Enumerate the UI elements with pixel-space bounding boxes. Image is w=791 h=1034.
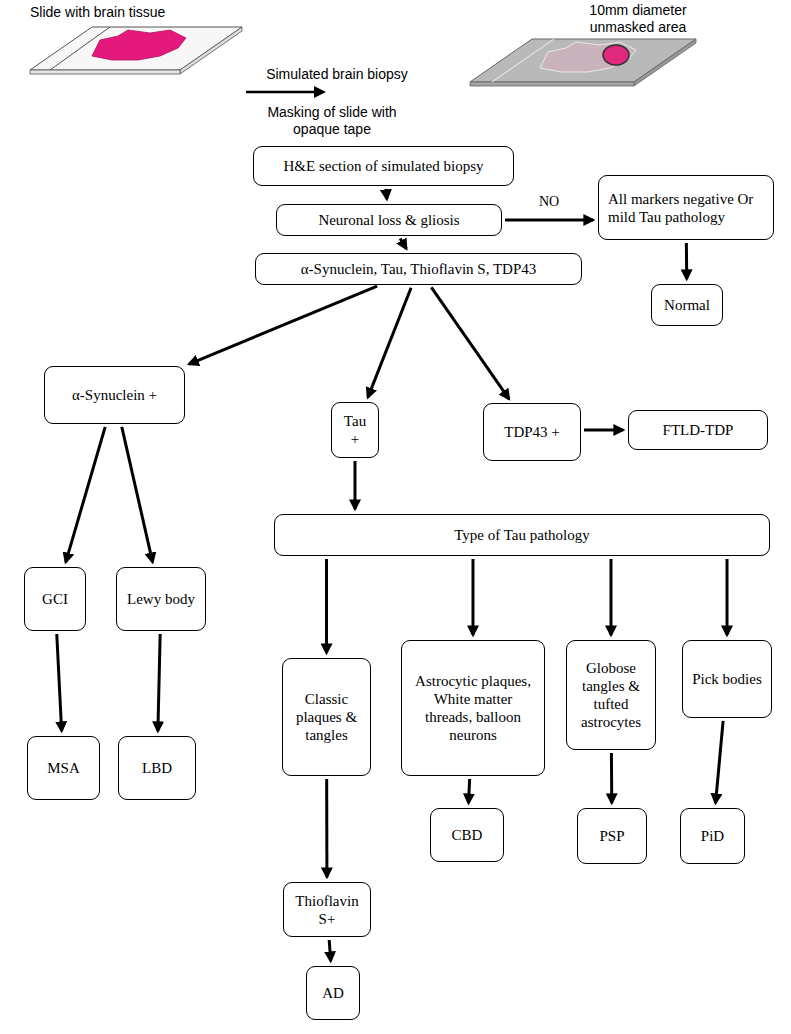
marker-box: TDP43 + xyxy=(483,403,581,461)
flow-arrow xyxy=(325,559,328,653)
node-text: TDP43 + xyxy=(493,423,571,441)
result-box: CBD xyxy=(430,808,504,862)
node-text: GCI xyxy=(34,590,76,608)
node-text: FTLD-TDP xyxy=(638,421,758,439)
masked-tissue xyxy=(540,42,636,72)
slide-edge xyxy=(634,39,696,86)
flow-arrow xyxy=(505,219,593,222)
result-box: LBD xyxy=(118,736,196,800)
illustration-label: 10mm diameter unmasked area xyxy=(568,2,708,36)
slide-edge xyxy=(180,27,242,74)
process-box: H&E section of simulated biopsy xyxy=(253,146,514,186)
node-text: PSP xyxy=(587,827,637,845)
label-text: Slide with brain tissue xyxy=(30,4,165,20)
process-box: Neuronal loss & gliosis xyxy=(276,204,502,236)
inclusion-box: Lewy body xyxy=(116,567,206,631)
node-text: Astrocytic plaques, White matter threads… xyxy=(411,672,535,744)
node-text: Neuronal loss & gliosis xyxy=(286,211,492,229)
slide-edge xyxy=(30,70,180,74)
pathology-box: Globose tangles & tufted astrocytes xyxy=(566,640,656,750)
pathology-box: Astrocytic plaques, White matter threads… xyxy=(401,640,545,776)
flow-arrow xyxy=(400,239,406,249)
node-text: Normal xyxy=(661,296,713,314)
result-box: AD xyxy=(306,966,360,1020)
illustration-label: Simulated brain biopsy xyxy=(262,66,412,83)
flow-arrow xyxy=(610,753,613,803)
node-text: Type of Tau pathology xyxy=(284,526,760,544)
node-text: Classic plaques & tangles xyxy=(292,690,361,744)
flow-arrow xyxy=(386,189,387,199)
node-text: Tau + xyxy=(341,412,369,448)
flow-arrow xyxy=(726,559,729,635)
outcome-box: All markers negative Or mild Tau patholo… xyxy=(598,175,774,240)
node-text: All markers negative Or mild Tau patholo… xyxy=(608,190,764,226)
flow-arrow xyxy=(685,243,688,279)
unmasked-area xyxy=(603,45,629,65)
node-text: MSA xyxy=(37,759,90,777)
node-text: Thioflavin S+ xyxy=(293,892,361,928)
flow-arrow xyxy=(158,634,160,731)
masked-slide xyxy=(470,39,696,82)
illustration-label: Slide with brain tissue xyxy=(30,4,230,21)
node-text: CBD xyxy=(440,826,494,844)
flow-arrow xyxy=(66,427,105,562)
node-text: Pick bodies xyxy=(692,670,762,688)
label-text: 10mm diameter unmasked area xyxy=(589,2,686,35)
flow-arrow xyxy=(469,779,470,803)
flow-arrow xyxy=(716,721,724,803)
node-text: H&E section of simulated biopsy xyxy=(263,157,504,175)
node-text: AD xyxy=(316,984,350,1002)
marker-box: Tau + xyxy=(331,402,379,458)
category-band: Type of Tau pathology xyxy=(274,514,770,556)
flow-arrow xyxy=(472,559,475,635)
flow-arrow xyxy=(57,634,62,731)
result-box: PiD xyxy=(680,808,745,864)
flow-arrow xyxy=(431,287,509,398)
flow-arrow xyxy=(368,288,411,398)
flow-arrow xyxy=(584,429,623,432)
node-text: α-Synuclein, Tau, Thioflavin S, TDP43 xyxy=(265,260,572,278)
node-text: PiD xyxy=(690,827,735,845)
pathology-box: Classic plaques & tangles xyxy=(282,658,371,776)
illustration-label: Masking of slide with opaque tape xyxy=(262,104,402,138)
flow-arrow xyxy=(122,427,153,562)
stain-box: Thioflavin S+ xyxy=(283,882,371,937)
result-box: Normal xyxy=(651,284,723,326)
marker-box: α-Synuclein + xyxy=(44,366,185,424)
result-box: FTLD-TDP xyxy=(628,410,768,450)
process-box: α-Synuclein, Tau, Thioflavin S, TDP43 xyxy=(255,253,582,285)
result-box: MSA xyxy=(27,736,100,800)
node-text: LBD xyxy=(128,759,186,777)
flow-arrow xyxy=(325,779,328,877)
glass-slide xyxy=(30,27,242,70)
inclusion-box: GCI xyxy=(24,567,86,631)
result-box: PSP xyxy=(577,808,647,864)
edge-label: NO xyxy=(537,194,561,210)
pathology-box: Pick bodies xyxy=(682,640,772,718)
flow-arrow xyxy=(329,940,331,961)
label-text: Simulated brain biopsy xyxy=(266,66,408,82)
node-text: Lewy body xyxy=(126,590,196,608)
node-text: Globose tangles & tufted astrocytes xyxy=(576,659,646,731)
slide-edge xyxy=(470,82,634,86)
flow-arrow xyxy=(189,286,377,364)
process-arrow xyxy=(246,91,316,94)
label-text: Masking of slide with opaque tape xyxy=(267,104,396,137)
flow-arrow xyxy=(354,461,357,509)
node-text: α-Synuclein + xyxy=(54,386,175,404)
flow-arrow xyxy=(610,559,613,635)
arrow-head xyxy=(314,86,326,98)
brain-tissue xyxy=(92,30,186,60)
